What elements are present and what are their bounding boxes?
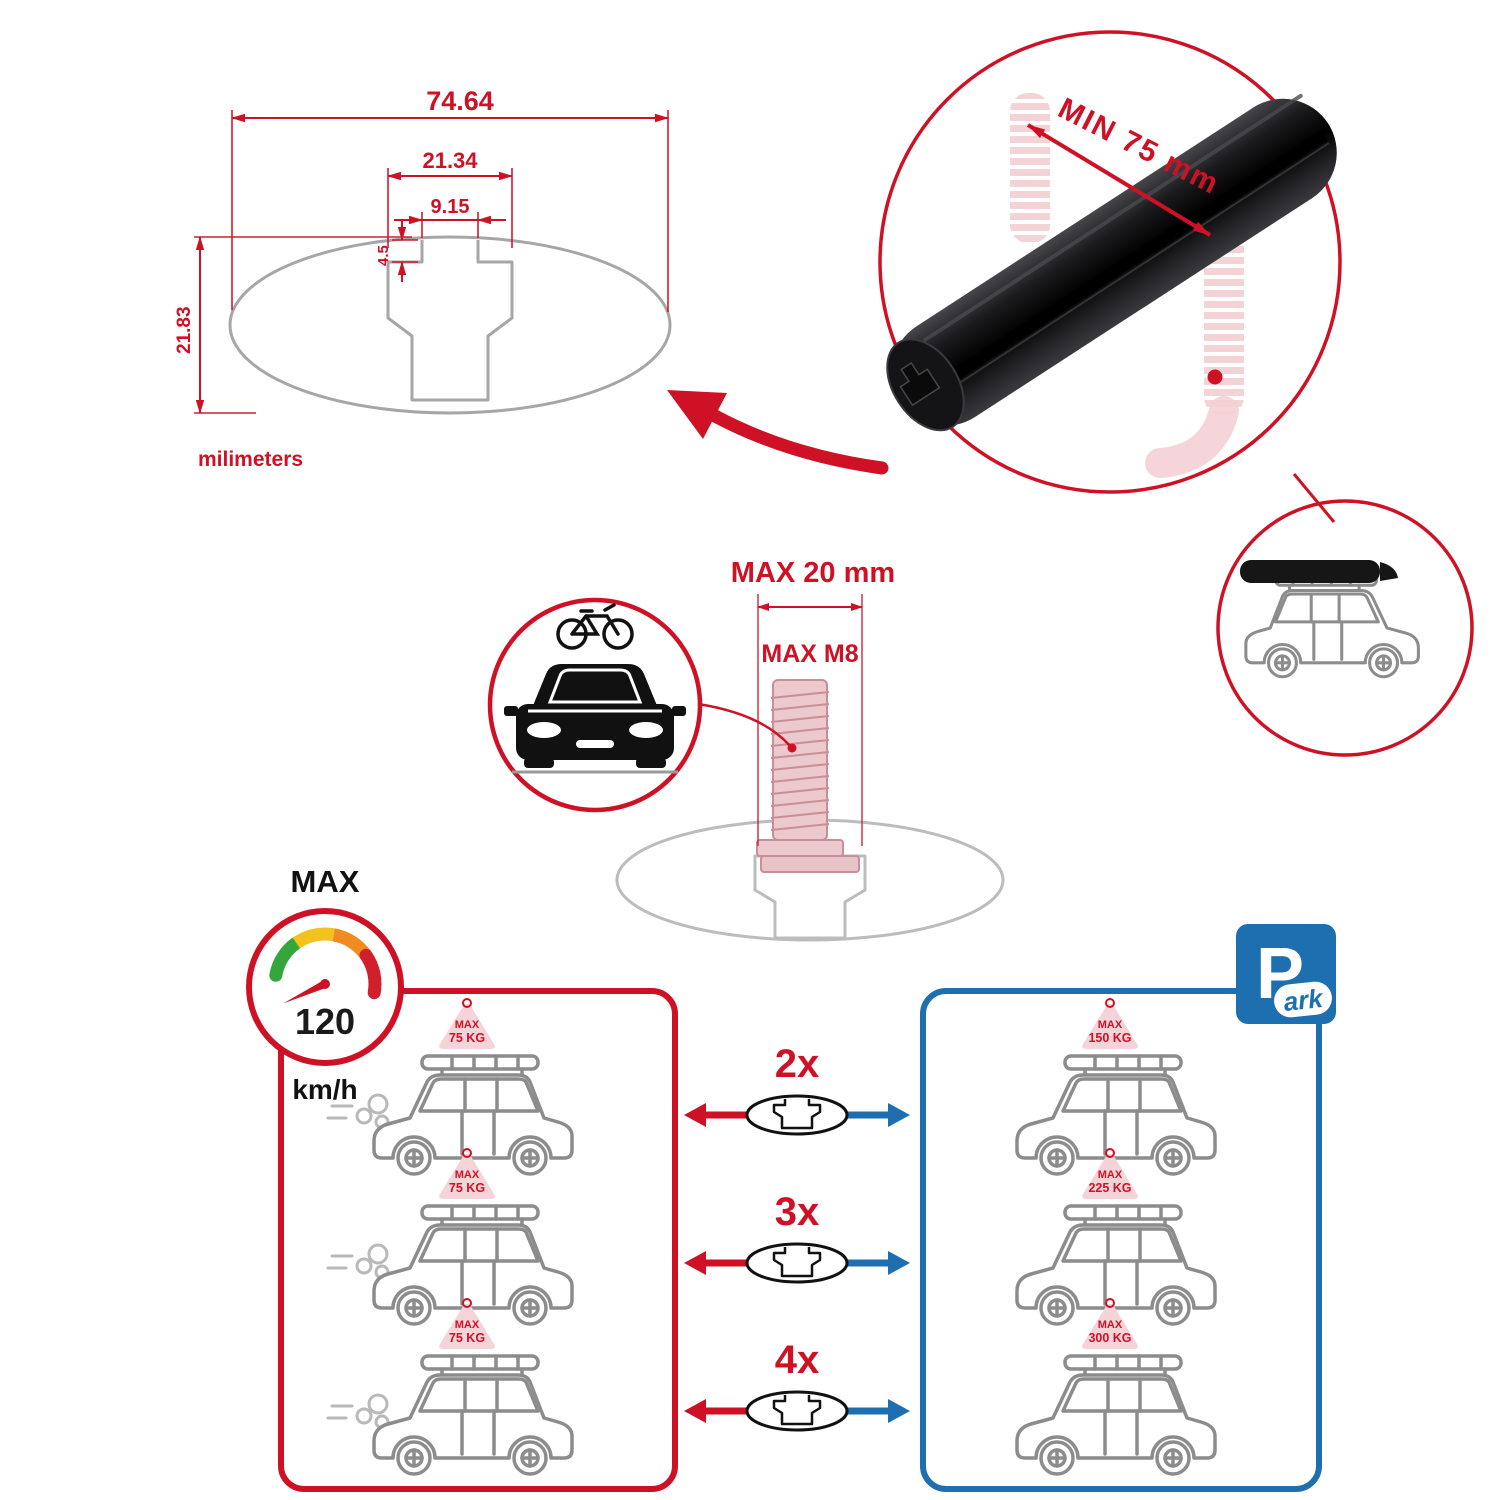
channel-ghost <box>753 854 867 940</box>
load-max-label: MAX <box>455 1019 480 1031</box>
load-max-label: MAX <box>1098 1019 1123 1031</box>
gauge-arcs <box>269 927 382 1000</box>
load-kg-label: 150 KG <box>1088 1031 1131 1045</box>
thread-lines <box>770 691 830 831</box>
parking-car-2: MAX 225 KG <box>995 1146 1235 1336</box>
t-bolt-collar <box>756 839 844 857</box>
load-kg-label: 75 KG <box>449 1181 485 1195</box>
car-icon <box>995 1340 1235 1480</box>
load-max-label: MAX <box>1098 1319 1123 1331</box>
park-sign-blob: ark <box>1272 980 1334 1019</box>
dim-unit-label: milimeters <box>198 448 303 471</box>
min-span-arrow <box>1026 123 1212 237</box>
dim-total-width: 74.64 <box>426 86 494 116</box>
multiplier-row-2x: 2x <box>672 1044 922 1143</box>
gauge-max-label: MAX <box>290 864 360 899</box>
multiplier-label: 4x <box>774 1338 820 1382</box>
speed-gauge: 120 <box>246 908 404 1066</box>
bolt-max-thread-label: MAX M8 <box>761 640 858 668</box>
t-bolt-flange <box>760 855 860 873</box>
parking-car-3: MAX 300 KG <box>995 1296 1235 1486</box>
bolt-max-length-label: MAX 20 mm <box>731 557 895 589</box>
dim-slot-width: 9.15 <box>431 196 470 218</box>
crossbar-cross-section-ellipse <box>228 235 672 415</box>
load-badge: MAX 150 KG <box>1077 998 1143 1052</box>
driving-car-1: MAX 75 KG <box>352 996 592 1186</box>
load-max-label: MAX <box>455 1319 480 1331</box>
extension-lines <box>194 110 669 414</box>
gauge-unit-label: km/h <box>292 1074 358 1105</box>
crossbar-section-arrow <box>672 1240 922 1286</box>
load-max-label: MAX <box>455 1169 480 1181</box>
suv-car-icon <box>1240 560 1420 679</box>
park-sign: P ark <box>1236 924 1336 1024</box>
load-badge: MAX 300 KG <box>1077 1298 1143 1352</box>
bike-car-circle <box>487 597 703 813</box>
crossbar-detail-circle: MIN 75 mm <box>878 30 1342 494</box>
crossbar-section-arrow <box>672 1092 922 1138</box>
car-front-icon <box>504 664 686 774</box>
gauge-speed-value: 120 <box>295 1001 355 1042</box>
car-icon <box>352 1340 592 1480</box>
gauge-needle <box>283 980 327 1004</box>
load-badge: MAX 75 KG <box>434 1148 500 1202</box>
load-kg-label: 75 KG <box>449 1031 485 1045</box>
crossbar-render <box>886 93 1337 432</box>
dimension-lines <box>195 113 669 414</box>
roof-box-icon <box>1240 560 1380 583</box>
multiplier-row-4x: 4x <box>672 1340 922 1439</box>
bike-icon <box>556 603 634 650</box>
parking-car-1: MAX 150 KG <box>995 996 1235 1186</box>
load-max-label: MAX <box>1098 1169 1123 1181</box>
crossbar-section-arrow <box>672 1388 922 1434</box>
multiplier-label: 2x <box>774 1042 820 1086</box>
dimension-diagram: 74.64 21.34 9.15 4.5 21.83 milimeters <box>174 86 672 471</box>
dim-lip-depth: 4.5 <box>375 245 392 266</box>
t-slot-profile <box>386 240 514 402</box>
load-badge: MAX 75 KG <box>434 1298 500 1352</box>
multiplier-label: 3x <box>774 1190 820 1234</box>
load-kg-label: 300 KG <box>1088 1331 1131 1345</box>
dim-channel-width: 21.34 <box>422 148 478 173</box>
big-arrow-to-diagram <box>708 409 889 475</box>
driving-car-2: MAX 75 KG <box>352 1146 592 1336</box>
load-kg-label: 225 KG <box>1088 1181 1131 1195</box>
bracket-dot <box>1207 369 1223 385</box>
load-badge: MAX 75 KG <box>434 998 500 1052</box>
bolt-diagram: MAX 20 mm MAX M8 <box>615 557 1005 942</box>
suv-roofbox-circle <box>1216 499 1474 757</box>
load-kg-label: 75 KG <box>449 1331 485 1345</box>
multiplier-row-3x: 3x <box>672 1192 922 1291</box>
dim-total-height: 21.83 <box>174 306 195 354</box>
park-sign-rest: ark <box>1282 982 1324 1017</box>
load-badge: MAX 225 KG <box>1077 1148 1143 1202</box>
driving-car-3: MAX 75 KG <box>352 1296 592 1486</box>
